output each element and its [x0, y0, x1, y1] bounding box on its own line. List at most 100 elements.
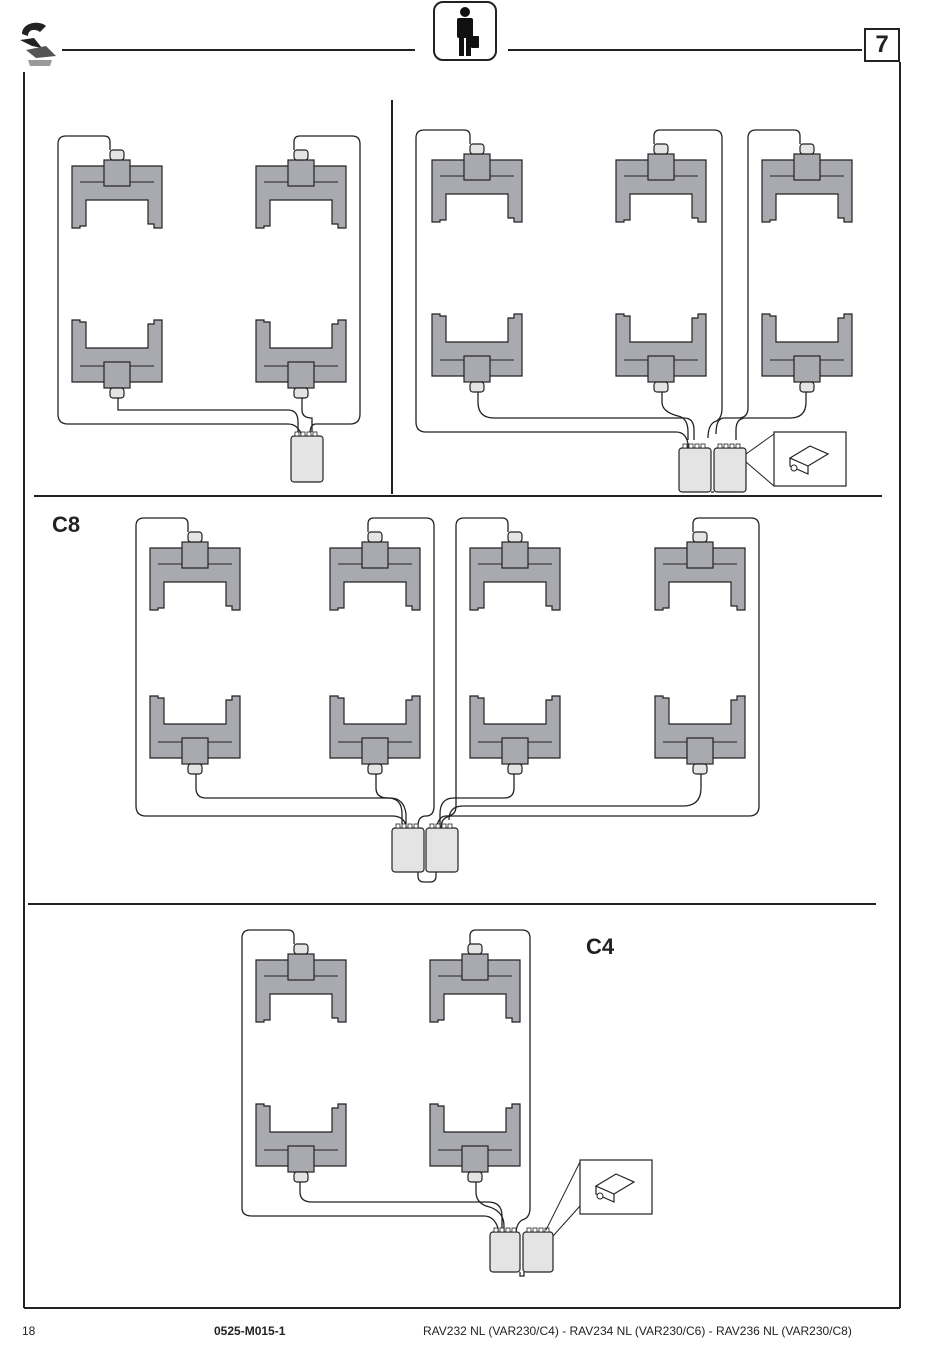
control-box-pin [448, 824, 452, 828]
lift-connector [800, 144, 814, 154]
lift-connector [368, 764, 382, 774]
plug-pin [597, 1193, 603, 1199]
plug-detail-icon-top [774, 432, 846, 486]
lift-sensor-block [104, 362, 130, 388]
footer-page-number: 18 [22, 1324, 35, 1338]
c4-arm-1 [256, 944, 346, 1022]
cable [300, 1182, 502, 1230]
control-box-pin [527, 1228, 531, 1232]
lift-connector [470, 144, 484, 154]
control-box-a [291, 436, 323, 482]
c4-top-left-arm-2 [256, 150, 346, 228]
lift-sensor-block [462, 1146, 488, 1172]
lift-sensor-block [362, 738, 388, 764]
c8-arm-3 [470, 532, 560, 610]
control-box-pin [701, 444, 705, 448]
lift-connector [468, 944, 482, 954]
c4-arm-4 [430, 1104, 520, 1182]
c4-top-left-arm-4 [256, 320, 346, 398]
control-box-pin [724, 444, 728, 448]
lift-connector [188, 764, 202, 774]
c8-arm-6 [330, 696, 420, 774]
lift-connector [294, 150, 308, 160]
c6-arm-4 [432, 314, 522, 392]
lift-connector [470, 382, 484, 392]
lift-sensor-block [648, 154, 674, 180]
control-box-pin [539, 1228, 543, 1232]
control-box-pin [436, 824, 440, 828]
control-link [418, 872, 436, 882]
lift-connector [508, 532, 522, 542]
control-box-pin [414, 824, 418, 828]
c8-arm-2 [330, 532, 420, 610]
lift-connector [654, 382, 668, 392]
c8-arm-4 [655, 532, 745, 610]
control-box-pin [718, 444, 722, 448]
cable [302, 398, 312, 432]
lift-sensor-block [464, 154, 490, 180]
control-box-pin [533, 1228, 537, 1232]
lift-sensor-block [687, 738, 713, 764]
cable [662, 392, 688, 440]
control-box-pin [683, 444, 687, 448]
lift-sensor-block [288, 362, 314, 388]
control-box-pin [506, 1228, 510, 1232]
lift-connector [110, 388, 124, 398]
control-box-pin [736, 444, 740, 448]
control-link [520, 1272, 524, 1276]
c6-arm-6 [762, 314, 852, 392]
control-box-pin [307, 432, 311, 436]
lift-sensor-block [288, 160, 314, 186]
c4-top-left-arm-1 [72, 150, 162, 228]
lift-sensor-block [104, 160, 130, 186]
lift-sensor-block [464, 356, 490, 382]
lift-connector [188, 532, 202, 542]
footer-models: RAV232 NL (VAR230/C4) - RAV234 NL (VAR23… [423, 1324, 852, 1338]
lift-connector [294, 944, 308, 954]
lift-sensor-block [288, 1146, 314, 1172]
c4-top-left-arm-3 [72, 320, 162, 398]
lift-connector [294, 1172, 308, 1182]
cable [118, 398, 298, 432]
control-box-pin [430, 824, 434, 828]
c6-arm-5 [616, 314, 706, 392]
lift-sensor-block [288, 954, 314, 980]
lift-connector [508, 764, 522, 774]
lift-connector [800, 382, 814, 392]
control-box-pin [494, 1228, 498, 1232]
lift-connector [693, 532, 707, 542]
lift-sensor-block [502, 738, 528, 764]
c6-arm-1 [432, 144, 522, 222]
control-box-e [426, 828, 458, 872]
lift-connector [368, 532, 382, 542]
control-box-pin [730, 444, 734, 448]
control-box-pin [301, 432, 305, 436]
c8-arm-1 [150, 532, 240, 610]
section-label-c8: C8 [52, 512, 80, 538]
plug-detail-icon-bottom [580, 1160, 652, 1214]
control-box-pin [408, 824, 412, 828]
lift-sensor-block [182, 738, 208, 764]
control-box-c [714, 448, 746, 492]
control-box-g [523, 1232, 553, 1272]
lift-sensor-block [502, 542, 528, 568]
lift-connector [294, 388, 308, 398]
footer-doc-code: 0525-M015-1 [214, 1324, 285, 1338]
control-box-pin [689, 444, 693, 448]
control-box-f [490, 1232, 520, 1272]
lift-sensor-block [794, 154, 820, 180]
control-box-pin [402, 824, 406, 828]
control-box-pin [442, 824, 446, 828]
control-box-pin [500, 1228, 504, 1232]
lift-sensor-block [362, 542, 388, 568]
c4-arm-2 [430, 944, 520, 1022]
lift-sensor-block [462, 954, 488, 980]
control-box-pin [313, 432, 317, 436]
lift-connector [110, 150, 124, 160]
c6-arm-2 [616, 144, 706, 222]
plug-pin [791, 465, 797, 471]
cable [449, 774, 701, 820]
lift-sensor-block [687, 542, 713, 568]
lift-sensor-block [182, 542, 208, 568]
